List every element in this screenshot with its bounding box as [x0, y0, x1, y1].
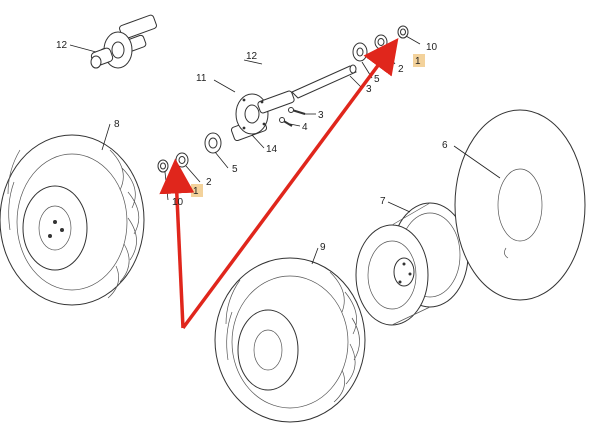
hub-assembly — [230, 90, 295, 142]
bearing-left-large — [204, 132, 222, 154]
label-spacer-14: 14 — [266, 144, 278, 155]
label-axle: 12 — [246, 51, 258, 62]
bearing-right-small — [374, 34, 388, 50]
label-bearing-right-large: 5 — [374, 74, 380, 85]
rim — [355, 202, 469, 326]
label-seal-left: 10 — [172, 197, 184, 208]
label-highlight-right: 1 — [415, 56, 421, 67]
bearing-right-large — [352, 42, 368, 62]
bolt-4 — [279, 117, 293, 127]
bearing-left-small — [175, 152, 189, 168]
label-hub-assembly: 11 — [196, 73, 207, 84]
label-bolt-3: 3 — [318, 110, 324, 121]
axle-shaft — [291, 64, 357, 99]
seal-right — [397, 25, 409, 39]
label-tyre-left: 8 — [114, 119, 120, 130]
label-tube: 6 — [442, 140, 448, 151]
red-arrows — [159, 37, 399, 330]
label-bolt-4: 4 — [302, 122, 308, 133]
hub-top-part — [69, 14, 157, 69]
seal-left — [157, 159, 169, 173]
label-tyre-center: 9 — [320, 242, 326, 253]
highlight-box-right — [413, 54, 425, 67]
tyre-center — [214, 257, 366, 423]
label-hub-top: 12 — [56, 40, 68, 51]
bolt-3 — [288, 107, 306, 115]
label-bearing-left-small: 2 — [206, 177, 212, 188]
label-seal-right: 10 — [426, 42, 438, 53]
label-bearing-right-small: 2 — [398, 64, 404, 75]
tyre-left — [0, 134, 145, 306]
tube — [454, 109, 586, 301]
label-rim: 7 — [380, 196, 386, 207]
label-highlight-left: 1 — [193, 186, 199, 197]
label-shaft: 3 — [366, 84, 372, 95]
label-bearing-left-large: 5 — [232, 164, 238, 175]
